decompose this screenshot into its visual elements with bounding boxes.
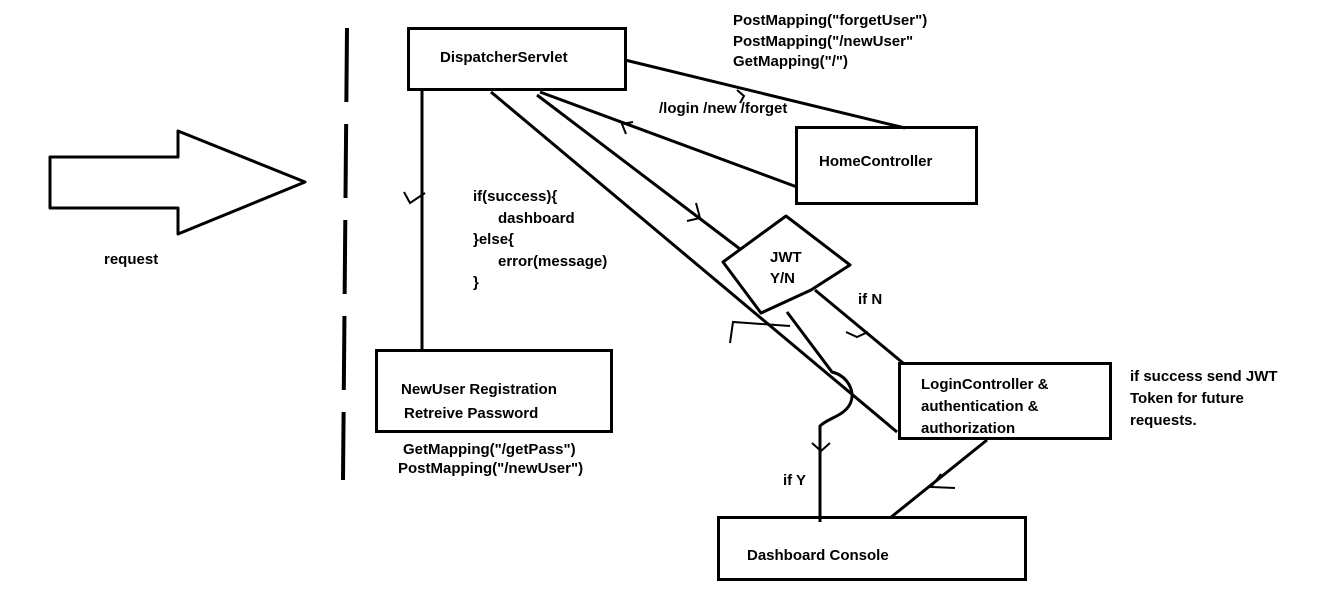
login-to-dashboard-line bbox=[889, 438, 988, 520]
home-mapping-root: GetMapping("/") bbox=[733, 53, 849, 70]
registration-mapping-getpass: GetMapping("/getPass") bbox=[403, 441, 576, 458]
home-mapping-forget: PostMapping("forgetUser") bbox=[733, 12, 928, 29]
if-n-label: if N bbox=[858, 291, 883, 308]
success-code-snippet: if(success){ dashboard }else{ error(mess… bbox=[473, 188, 608, 291]
retrieve-password-label: Retreive Password bbox=[404, 405, 539, 422]
jwt-to-dashboard-path bbox=[785, 311, 854, 522]
request-label: request bbox=[104, 251, 159, 268]
dispatcher-servlet-box bbox=[407, 27, 627, 91]
jwt-label: JWT bbox=[770, 249, 802, 266]
jwt-note-line-1: if success send JWT bbox=[1130, 368, 1278, 385]
login-controller-line-3: authorization bbox=[921, 420, 1016, 437]
request-arrow bbox=[48, 129, 307, 236]
login-controller-box bbox=[898, 362, 1112, 440]
login-return-arrowhead bbox=[729, 320, 791, 344]
if-y-arrowhead bbox=[811, 442, 831, 453]
login-controller-line-2: authentication & bbox=[921, 398, 1039, 415]
login-controller-line-1: LoginController & bbox=[921, 376, 1049, 393]
login-dashboard-arrowhead bbox=[929, 473, 956, 489]
jwt-decision-diamond bbox=[721, 214, 852, 315]
login-to-dispatcher-line bbox=[490, 90, 898, 434]
if-y-label: if Y bbox=[783, 472, 807, 489]
jwt-to-login-line bbox=[814, 288, 904, 365]
dispatcher-to-jwt-line bbox=[536, 93, 741, 251]
jwt-arrowhead bbox=[686, 202, 702, 222]
right-arrowhead bbox=[736, 89, 746, 104]
home-routes-label: /login /new /forget bbox=[659, 100, 788, 117]
dispatcher-servlet-label: DispatcherServlet bbox=[440, 49, 568, 66]
dashboard-console-label: Dashboard Console bbox=[747, 547, 889, 564]
home-controller-box bbox=[795, 126, 978, 205]
if-n-arrowhead bbox=[845, 331, 869, 339]
down-arrowhead bbox=[403, 191, 426, 205]
dashboard-console-box bbox=[717, 516, 1027, 581]
new-user-registration-box bbox=[375, 349, 613, 433]
return-arrowhead bbox=[620, 121, 634, 135]
registration-mapping-newuser: PostMapping("/newUser") bbox=[398, 460, 584, 477]
home-mapping-newuser: PostMapping("/newUser" bbox=[733, 33, 914, 50]
dispatcher-to-home-line bbox=[624, 58, 906, 130]
jwt-yn-label: Y/N bbox=[770, 270, 796, 287]
jwt-note-line-2: Token for future bbox=[1130, 390, 1244, 407]
boundary-dashed-line bbox=[341, 27, 349, 481]
home-to-dispatcher-line bbox=[539, 90, 798, 189]
jwt-note-line-3: requests. bbox=[1130, 412, 1197, 429]
registration-label: NewUser Registration bbox=[401, 381, 557, 398]
home-controller-label: HomeController bbox=[819, 153, 933, 170]
